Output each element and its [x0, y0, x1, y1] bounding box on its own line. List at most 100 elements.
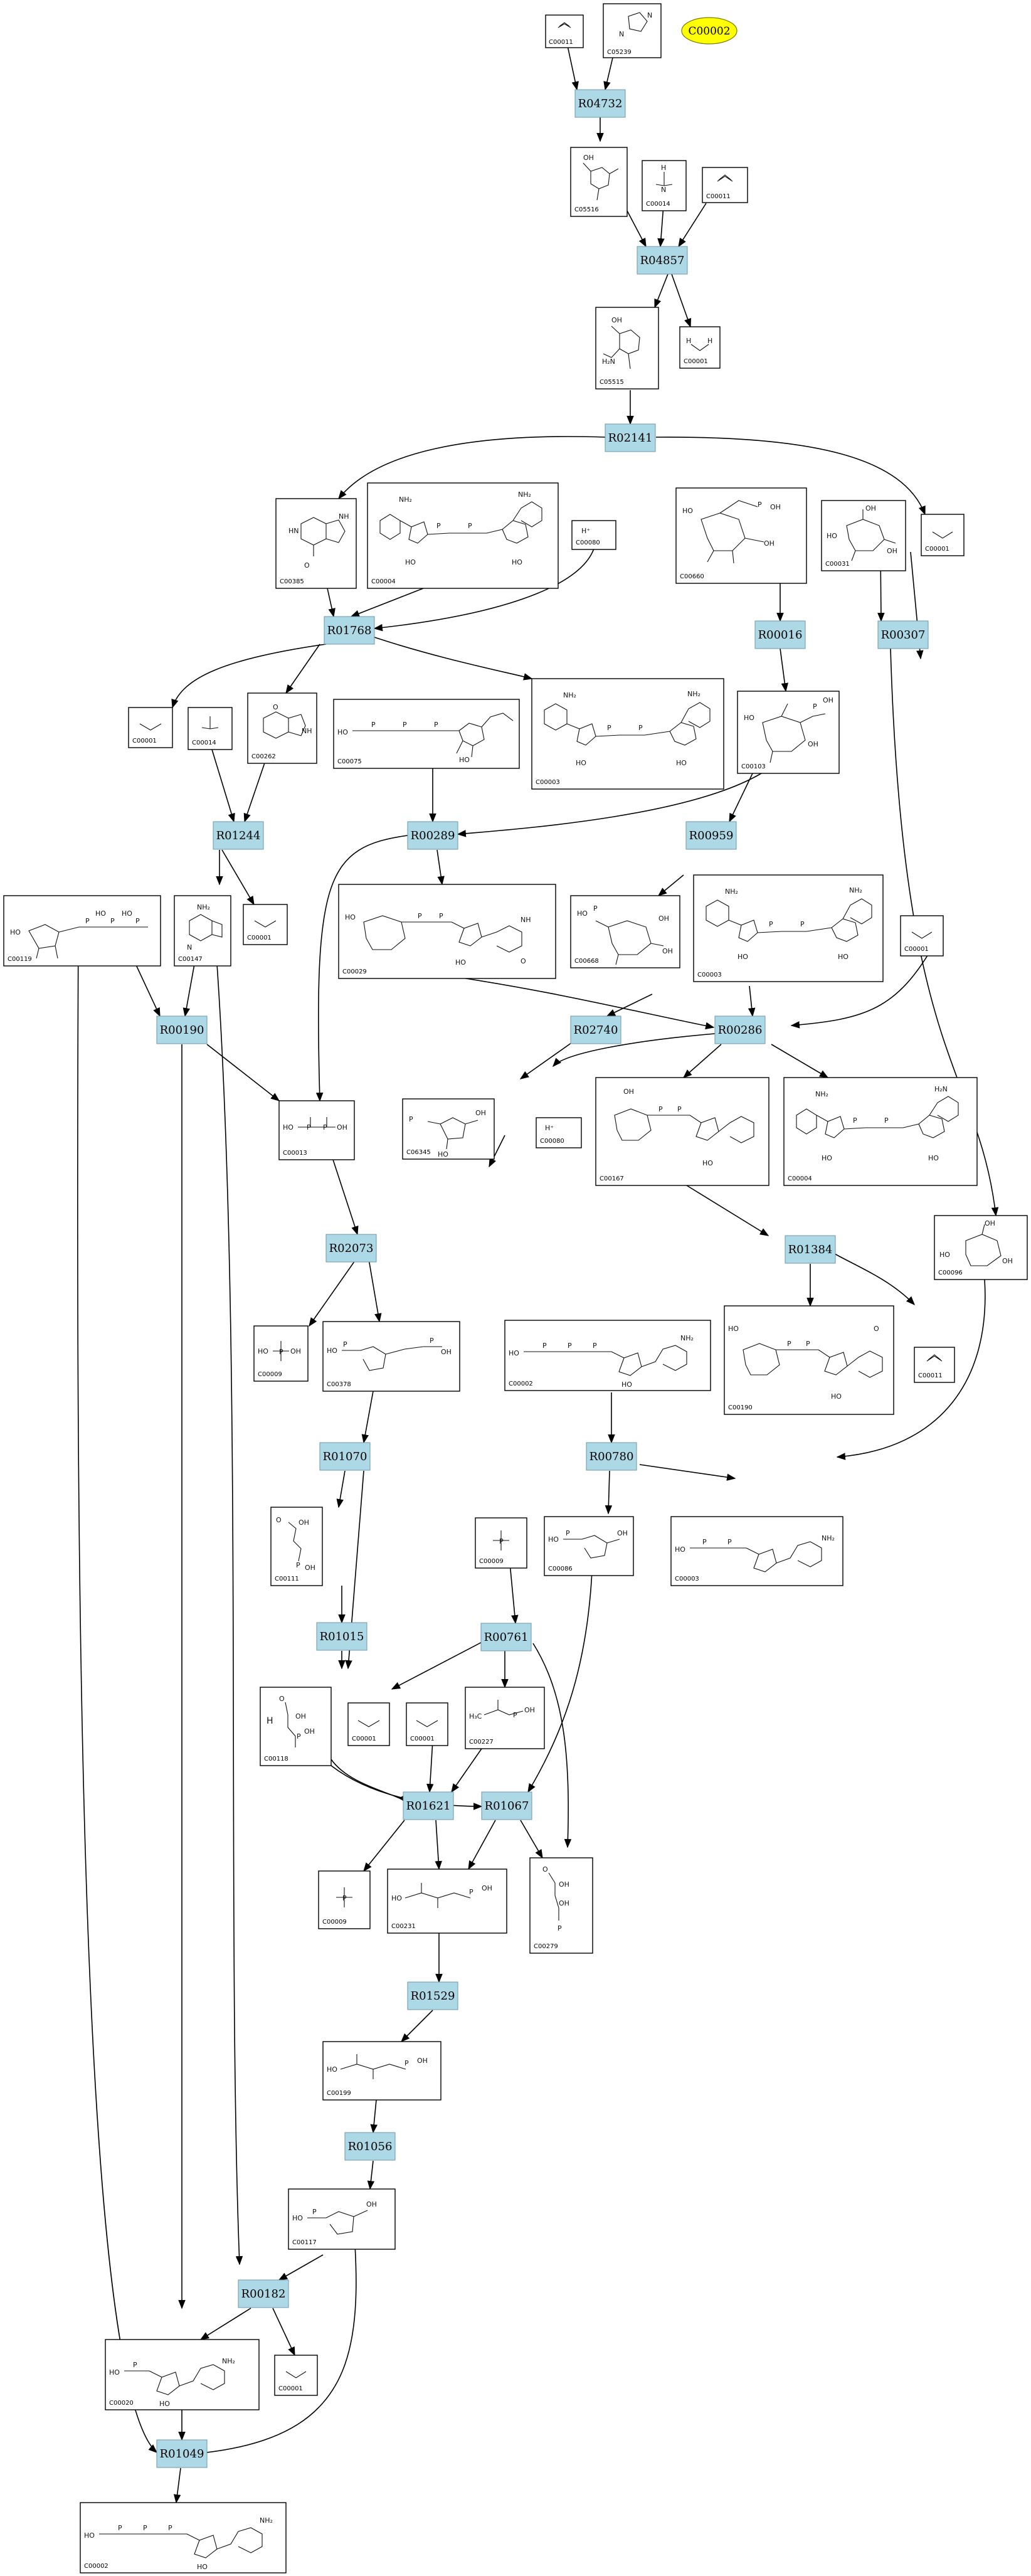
compound-node[interactable]: HO P OH OH C00103: [737, 691, 840, 774]
molecule-structure: [340, 2054, 406, 2079]
compound-node[interactable]: HO P OH C00199: [322, 2041, 441, 2101]
compound-node[interactable]: NH₂ NH₂ P P HO HO C00003: [531, 678, 724, 790]
compound-node[interactable]: HO P P P NH₂ HO C00002: [80, 2502, 287, 2573]
compound-node[interactable]: OH HO OH C00096: [934, 1215, 1028, 1280]
reaction-node[interactable]: R00959: [685, 821, 737, 850]
compound-node[interactable]: H⁺ C00080: [571, 520, 616, 550]
reaction-node[interactable]: R04732: [574, 89, 626, 118]
compound-node[interactable]: HO P OH OH C00660: [675, 487, 807, 584]
reaction-node[interactable]: R01070: [319, 1442, 371, 1471]
compound-node[interactable]: C00014: [188, 707, 233, 750]
compound-node[interactable]: HO P OH C00009: [253, 1325, 309, 1382]
compound-node[interactable]: HO P P NH₂ C00003: [670, 1516, 843, 1586]
edges: [77, 40, 999, 2504]
reaction-node[interactable]: R01067: [481, 1791, 532, 1820]
reaction-node[interactable]: R02740: [570, 1015, 621, 1044]
compound-node[interactable]: C00011: [545, 14, 584, 48]
reaction-node[interactable]: R02141: [605, 423, 656, 452]
compound-node[interactable]: O H OH P OH C00118: [260, 1687, 332, 1766]
svg-text:P: P: [279, 1348, 283, 1356]
compound-node[interactable]: C00011: [914, 1347, 955, 1383]
compound-node[interactable]: NH₂ NH₂ P P HO HO C00003: [693, 874, 884, 982]
edge: [603, 57, 613, 91]
compound-node[interactable]: HO P OH OH C00668: [570, 895, 680, 968]
svg-text:HO: HO: [327, 1347, 337, 1355]
compound-node[interactable]: H N C00014: [642, 160, 687, 211]
compound-node[interactable]: NH₂ N C00147: [174, 895, 231, 967]
compound-node[interactable]: O NH C00262: [247, 692, 317, 764]
compound-node[interactable]: H⁺ C00080: [536, 1117, 582, 1148]
reaction-node[interactable]: R02073: [325, 1234, 377, 1263]
compound-node[interactable]: HO P OH C00086: [544, 1516, 634, 1576]
compound-node[interactable]: C00001: [274, 2355, 318, 2396]
reaction-node[interactable]: R01056: [344, 2132, 396, 2161]
compound-node[interactable]: HO P P P HO HO C00119: [3, 895, 161, 967]
svg-text:OH: OH: [770, 503, 781, 511]
svg-text:HO: HO: [405, 558, 416, 566]
compound-label: C00075: [337, 758, 362, 765]
reaction-node[interactable]: R00016: [754, 620, 806, 649]
reaction-node[interactable]: R00761: [480, 1623, 532, 1651]
molecule-structure: [427, 1117, 478, 1150]
reaction-node[interactable]: R00190: [156, 1015, 208, 1044]
compound-label: C00001: [904, 946, 929, 953]
compound-node[interactable]: N N C05239: [603, 3, 662, 58]
reaction-label: R00959: [689, 829, 734, 842]
reaction-node[interactable]: R00307: [877, 620, 929, 649]
svg-text:P: P: [884, 1116, 889, 1125]
reaction-node[interactable]: R01621: [403, 1791, 454, 1820]
svg-text:HO: HO: [292, 2214, 303, 2222]
reaction-node[interactable]: R01015: [316, 1622, 367, 1651]
reaction-node[interactable]: R01384: [785, 1235, 836, 1264]
compound-node[interactable]: O OH OH P C00279: [529, 1857, 593, 1954]
compound-node[interactable]: C00001: [406, 1702, 448, 1746]
compound-node[interactable]: P C00009: [475, 1517, 527, 1569]
svg-text:O: O: [276, 1516, 282, 1524]
compound-node[interactable]: H H C00001: [679, 326, 721, 369]
compound-node[interactable]: P C00009: [318, 1870, 371, 1929]
compound-label: C05516: [574, 206, 599, 213]
reaction-node[interactable]: R01244: [213, 821, 264, 850]
compound-node[interactable]: HN NH O C00385: [275, 498, 357, 589]
compound-node[interactable]: OH H₂N C05515: [595, 307, 659, 390]
compound-node[interactable]: C00001: [128, 707, 173, 748]
compound-node[interactable]: NH₂ H₂N P P HO HO C00004: [783, 1077, 978, 1186]
reaction-node[interactable]: R04857: [637, 246, 688, 275]
compound-node[interactable]: C00001: [921, 514, 965, 556]
compound-node[interactable]: HO P P NH O HO C00029: [338, 884, 556, 979]
compound-node[interactable]: P OH HO C06345: [402, 1098, 495, 1160]
reaction-node[interactable]: R01529: [407, 1981, 458, 2010]
compound-node[interactable]: OH HO OH C00031: [821, 500, 906, 571]
molecule-structure: [558, 22, 571, 28]
compound-node[interactable]: NH₂ NH₂ P P HO HO C00004: [367, 482, 559, 589]
svg-text:O: O: [304, 561, 310, 570]
compound-node[interactable]: C00001: [347, 1702, 390, 1746]
reaction-node[interactable]: R01049: [156, 2439, 208, 2468]
edge: [489, 1135, 505, 1168]
reaction-node[interactable]: R00780: [586, 1442, 637, 1471]
compound-node[interactable]: HO P P P HO C00075: [333, 699, 520, 769]
compound-node[interactable]: HO P P OH C00378: [322, 1321, 460, 1392]
svg-text:H⁺: H⁺: [581, 527, 590, 535]
compound-node[interactable]: C00001: [243, 904, 288, 945]
reaction-node[interactable]: R00286: [714, 1015, 766, 1044]
compound-node[interactable]: HO P OH C00231: [387, 1868, 507, 1934]
svg-text:OH: OH: [366, 2200, 377, 2208]
compound-node[interactable]: C00011: [702, 167, 748, 203]
compound-node[interactable]: HO P NH₂ HO C00020: [105, 2339, 260, 2410]
compound-node[interactable]: H₃C P OH C00227: [465, 1687, 545, 1749]
compound-node[interactable]: HO P OH C00117: [288, 2188, 396, 2250]
reaction-node[interactable]: R00289: [407, 821, 458, 850]
compound-node[interactable]: HO P P OH C00013: [278, 1100, 355, 1160]
reaction-node[interactable]: R00182: [238, 2279, 289, 2308]
compound-node[interactable]: HO P P P NH₂ HO C00002: [504, 1320, 711, 1391]
compound-label: C06345: [406, 1149, 431, 1156]
compound-node[interactable]: OH P P HO C00167: [595, 1077, 769, 1186]
compound-node[interactable]: C00001: [900, 915, 944, 957]
svg-text:P: P: [727, 1538, 732, 1546]
compound-node[interactable]: HO P P O HO C00190: [724, 1305, 894, 1415]
reaction-node[interactable]: R01768: [324, 616, 375, 645]
compound-node[interactable]: OH O P OH C00111: [270, 1507, 323, 1586]
compound-node[interactable]: OH C05516: [570, 147, 628, 217]
highlight-compound[interactable]: C00002: [681, 17, 738, 45]
